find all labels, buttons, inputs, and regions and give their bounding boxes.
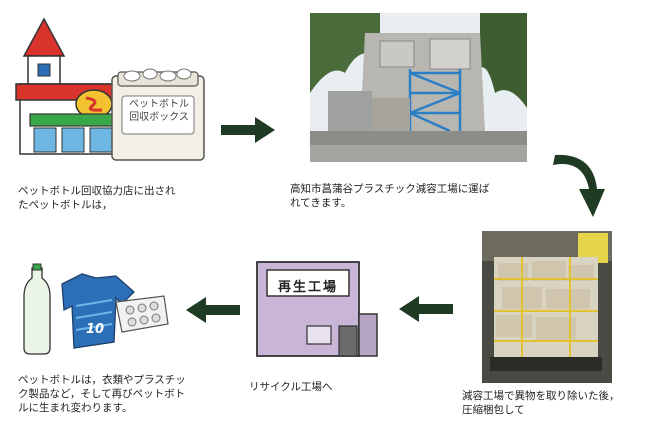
store-illustration — [12, 14, 222, 164]
plant-photo — [310, 13, 527, 162]
step3-caption: 減容工場で異物を取り除いた後， 圧縮梱包して — [462, 390, 620, 416]
factory-sign-label: 再生工場 — [277, 280, 338, 295]
step4-caption: リサイクル工場へ — [249, 381, 333, 393]
arrow-left-icon — [186, 297, 240, 323]
step2-caption: 高知市菖蒲谷プラスチック減容工場に運ば れてきます。 — [290, 183, 490, 209]
bales-photo — [482, 231, 612, 383]
recycled-products-illustration — [20, 262, 170, 357]
arrow-curve-down-icon — [553, 153, 605, 225]
step1-caption: ペットボトル回収協力店に出され たペットボトルは， — [18, 185, 176, 211]
step5-caption: ペットボトルは，衣類やプラスチッ ク製品など，そして再びペットボト ルに生まれ変… — [18, 374, 186, 414]
shirt-number: 10 — [86, 322, 105, 337]
arrow-right-icon — [221, 117, 275, 143]
collection-box-sign: ペットボトル回収ボックス — [129, 99, 189, 123]
arrow-left-icon — [399, 296, 453, 322]
recycling-factory-illustration — [255, 260, 380, 358]
